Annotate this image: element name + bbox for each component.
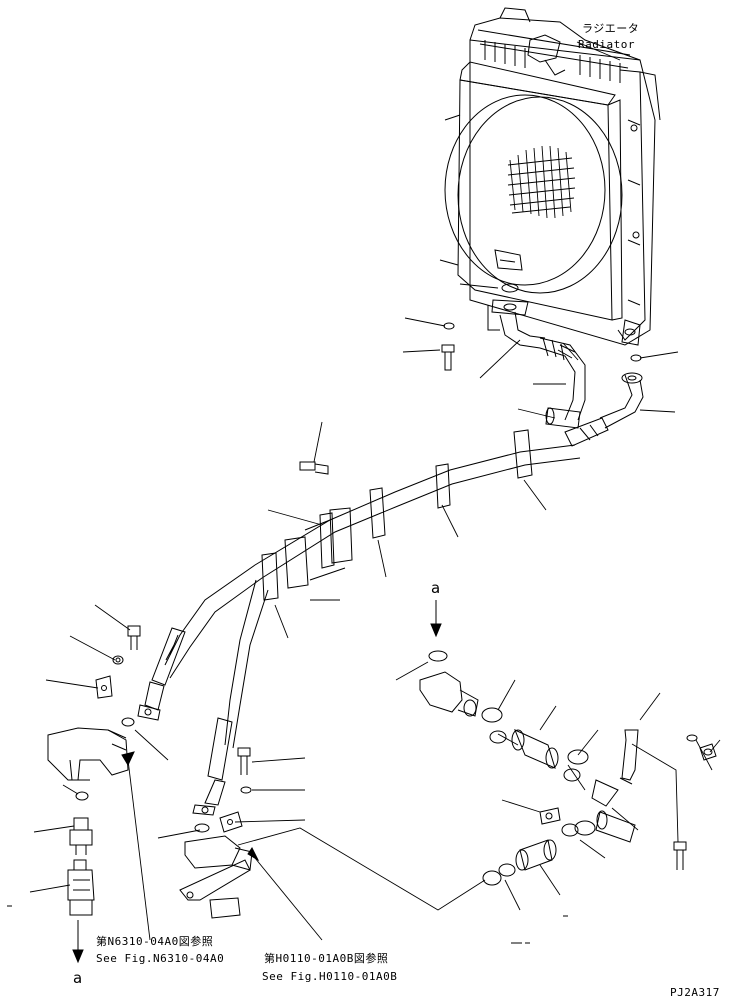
- radiator-label-jp: ラジエータ: [582, 22, 640, 35]
- radiator-label-en: Radiator: [578, 38, 635, 51]
- leader-lines: [29, 41, 721, 941]
- upper-hose-assembly: [441, 283, 644, 447]
- radiator-mesh: [507, 145, 576, 219]
- radiator: [439, 7, 661, 346]
- left-hose-assembly: [47, 625, 252, 916]
- ref1-label-jp: 第N6310-04A0図参照: [96, 935, 214, 948]
- ref-a-top: a: [431, 579, 441, 597]
- ref2-label-en: See Fig.H0110-01A0B: [262, 970, 398, 983]
- lower-right-assembly: [179, 650, 717, 919]
- reference-arrows: [72, 600, 442, 964]
- main-tube-assembly: [164, 429, 581, 749]
- drawing-code: PJ2A317: [670, 986, 720, 999]
- ref-a-bottom: a: [73, 969, 83, 987]
- ref1-label-en: See Fig.N6310-04A0: [96, 952, 225, 965]
- ref2-label-jp: 第H0110-01A0B図参照: [264, 952, 389, 965]
